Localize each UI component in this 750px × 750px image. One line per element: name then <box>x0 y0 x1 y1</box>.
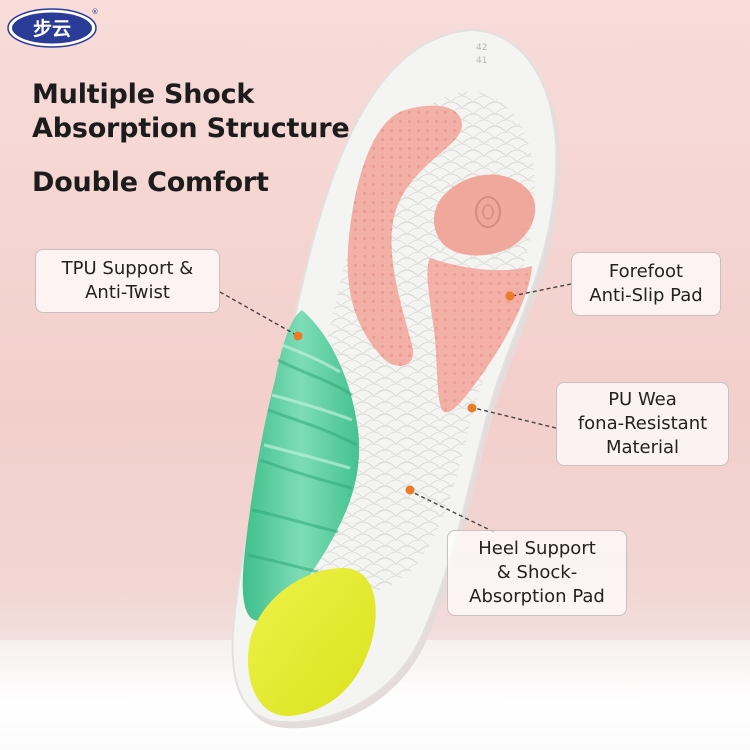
leader-line-heel <box>411 491 495 533</box>
callout-tpu-line-1: TPU Support & <box>61 258 194 279</box>
callout-heel-line-3: Absorption Pad <box>469 586 605 607</box>
callout-forefoot-line-1: Forefoot <box>608 261 684 282</box>
leader-line-tpu <box>219 291 299 337</box>
callout-tpu-support: TPU Support & Anti-Twist <box>35 249 220 313</box>
callout-pu-line-1: PU Wea <box>608 389 677 410</box>
marker-heel <box>405 485 415 495</box>
callout-pu-material: PU Wea fona-Resistant Material <box>556 382 729 466</box>
logo-text: 步云 <box>33 18 71 40</box>
size-mark-1: 42 <box>476 43 487 53</box>
subheadline: Double Comfort <box>32 167 269 198</box>
callout-tpu-line-2: Anti-Twist <box>85 282 170 303</box>
heel-pad <box>247 567 376 717</box>
callout-heel-line-1: Heel Support <box>478 538 596 559</box>
callout-pu-line-3: Material <box>605 437 680 458</box>
callout-heel-line-2: & Shock- <box>496 562 578 583</box>
ball-pad <box>434 174 536 256</box>
marker-pu <box>467 403 477 413</box>
callout-heel-support: Heel Support & Shock- Absorption Pad <box>447 530 627 616</box>
headline-line-1: Multiple Shock <box>32 79 255 110</box>
callout-pu-line-2: fona-Resistant <box>577 413 708 434</box>
headline: Multiple Shock Absorption Structure <box>32 78 350 146</box>
leader-line-forefoot <box>511 283 572 297</box>
marker-tpu <box>293 331 303 341</box>
size-mark-2: 41 <box>476 56 487 66</box>
callout-forefoot-line-2: Anti-Slip Pad <box>589 285 703 306</box>
registered-mark: ® <box>92 8 99 16</box>
leader-line-pu <box>473 407 557 429</box>
callout-forefoot-pad: Forefoot Anti-Slip Pad <box>571 252 721 316</box>
arch-support <box>242 310 360 621</box>
headline-line-2: Absorption Structure <box>32 113 350 144</box>
brand-logo: 步云 ® <box>7 8 99 48</box>
marker-forefoot <box>505 291 515 301</box>
